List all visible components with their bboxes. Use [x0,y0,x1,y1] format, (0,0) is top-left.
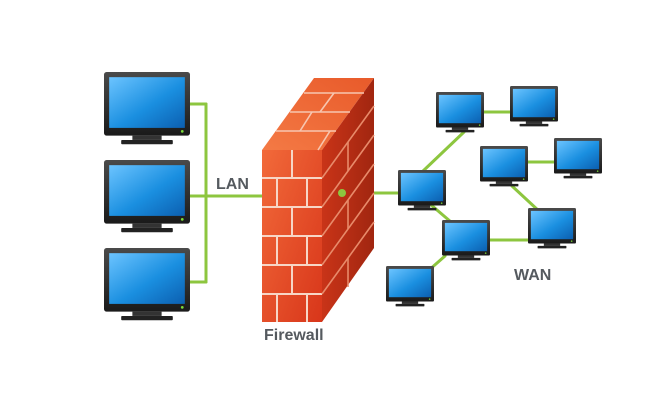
wan-label: WAN [514,267,552,284]
firewall-label: Firewall [264,327,324,344]
lan-computer-3-icon [104,248,190,321]
wan-computer-6-icon [528,208,576,249]
wan-computer-hub-icon [398,170,446,211]
lan-computer-2-icon [104,160,190,233]
wan-computer-2-icon [510,86,558,127]
lan-computer-1-icon [104,72,190,145]
wan-computer-3-icon [480,146,528,187]
wan-link-pc3-pc6 [510,184,542,214]
firewall-brick-wall-icon [262,78,375,322]
wan-computer-1-icon [436,92,484,133]
firewall-port-icon [338,189,346,197]
wan-computer-5-icon [442,220,490,261]
wan-computer-4-icon [554,138,602,179]
wan-link-hub-pc1 [420,130,466,174]
lan-label: LAN [216,176,249,193]
wan-computer-7-icon [386,266,434,307]
